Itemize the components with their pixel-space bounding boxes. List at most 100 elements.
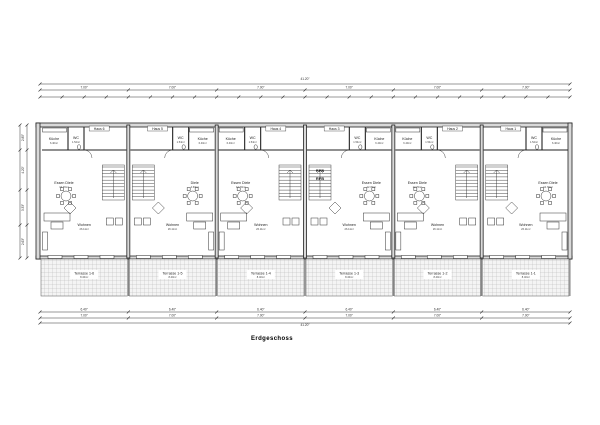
staircase <box>132 164 155 201</box>
dimension-tick <box>479 316 484 320</box>
party-wall <box>391 124 396 259</box>
window <box>515 255 530 259</box>
door-swing <box>83 149 93 159</box>
dining-chair <box>540 201 544 205</box>
dimension-tick <box>391 310 396 314</box>
kitchen-counter <box>42 127 67 133</box>
dining-chair <box>359 194 364 198</box>
dining-table <box>187 190 198 202</box>
dimension-tick <box>325 95 329 99</box>
dimension-tick <box>60 95 64 99</box>
bottom-unit-dimension: 7.00" <box>522 314 529 318</box>
dimension-tick <box>38 95 42 99</box>
dining-chair <box>186 187 191 191</box>
dining-chair <box>236 187 241 191</box>
dimension-tick <box>170 95 175 99</box>
haus-label: Haus 2 <box>447 127 458 131</box>
dimension-tick <box>391 88 396 92</box>
staircase <box>102 164 125 201</box>
living-label: Wohnen <box>343 223 356 227</box>
wc-label: WC <box>250 136 256 140</box>
coffee-table <box>404 221 417 230</box>
dining-chair <box>244 201 249 205</box>
bottom-sub-dimension: 6.40" <box>257 308 264 312</box>
dimension-tick <box>303 310 307 314</box>
armchair <box>134 217 142 226</box>
dining-chair <box>548 187 552 191</box>
dining-chair <box>68 187 72 191</box>
dining-table <box>540 190 552 202</box>
coffee-table <box>193 221 206 230</box>
dimension-tick <box>479 310 484 314</box>
terrace-label: Terrasse 1-6 <box>74 272 94 276</box>
dining-chair <box>409 194 414 198</box>
dining-chair <box>248 194 253 198</box>
window <box>427 255 442 259</box>
staircase <box>308 164 332 201</box>
sofa <box>43 212 71 222</box>
stair-outline <box>455 164 478 201</box>
dining-table <box>364 190 375 202</box>
kitchen-area: 6.40m² <box>403 141 411 145</box>
living-area: 26.11m² <box>80 227 89 231</box>
dimension-tick <box>38 82 42 86</box>
dining-table <box>414 190 425 202</box>
dimension-tick <box>214 88 219 92</box>
terrace-area: 8.40m² <box>257 275 265 279</box>
armchair <box>291 217 300 226</box>
dimension-tick <box>546 95 550 99</box>
dining-chair <box>232 194 237 198</box>
window <box>73 255 89 259</box>
dining-chair <box>72 194 76 198</box>
window <box>224 255 239 259</box>
dining-label: Essen Diele <box>408 181 427 185</box>
dimension-tick <box>126 316 131 320</box>
dining-chair <box>413 187 418 191</box>
dimension-tick <box>214 310 219 314</box>
dimension-tick <box>568 88 572 92</box>
kitchen-area: 6.40m² <box>375 141 383 145</box>
kitchen-label: Küche <box>402 137 412 141</box>
living-area: 26.11m² <box>168 227 177 231</box>
kitchen-counter <box>189 127 214 133</box>
terrace-label: Terrasse 1-5 <box>163 272 183 276</box>
stair-arrow <box>140 169 147 198</box>
kitchen-label: Küche <box>226 137 236 141</box>
dining-chair <box>182 194 187 198</box>
side-table <box>240 201 254 215</box>
dining-area: 12.70m² <box>236 185 246 189</box>
terrace-label-bg <box>511 270 540 279</box>
dimension-tick <box>568 82 572 86</box>
haus-label: Haus 3 <box>329 127 340 131</box>
terrace-area: 8.40m² <box>168 275 176 279</box>
party-wall <box>479 124 484 259</box>
dimension-tick <box>391 316 396 320</box>
rfb-mark-2: RFB <box>316 176 324 181</box>
dining-area: 4.60m² <box>191 185 199 189</box>
stair-outline <box>308 164 332 201</box>
dining-chair <box>536 194 540 198</box>
dining-area: 12.70m² <box>543 185 553 189</box>
toilet <box>181 144 186 150</box>
dimension-tick <box>568 310 572 314</box>
dining-label: Essen Diele <box>538 181 557 185</box>
dining-area: 12.70m² <box>59 185 69 189</box>
side-table <box>151 201 165 215</box>
toilet <box>253 144 258 150</box>
haus-label: Haus 6 <box>94 127 105 131</box>
dimension-tick <box>18 188 22 192</box>
terrace-label: Terrasse 1-1 <box>516 272 536 276</box>
cabinet <box>42 231 48 251</box>
terrace-label: Terrasse 1-2 <box>428 272 448 276</box>
dining-chair <box>375 194 380 198</box>
top-unit-dimension: 7.00" <box>434 86 441 90</box>
dining-chair <box>236 201 241 205</box>
dimension-tick <box>457 95 462 99</box>
window <box>312 255 328 259</box>
coffee-table <box>227 221 240 230</box>
dimension-tick <box>38 316 42 320</box>
wc-label: WC <box>73 136 79 140</box>
